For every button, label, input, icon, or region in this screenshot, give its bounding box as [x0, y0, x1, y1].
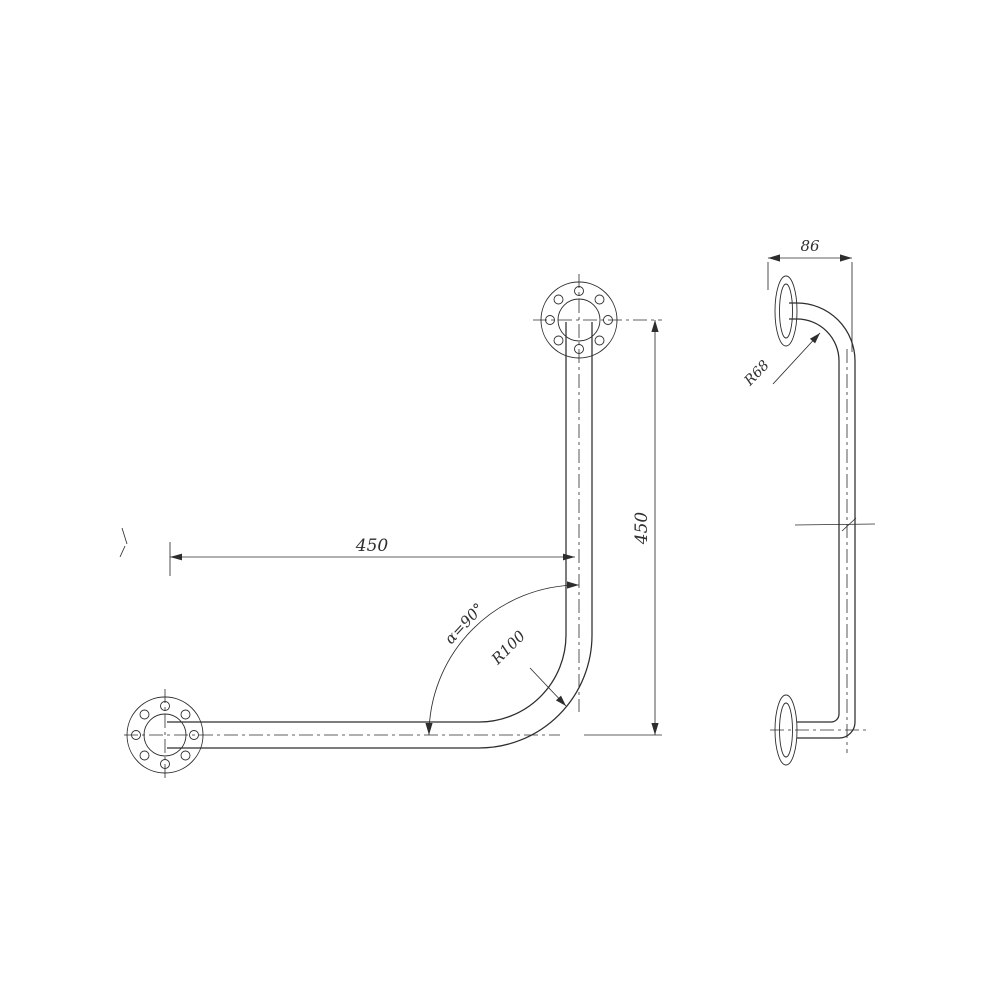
- dim-vertical-label: 450: [632, 512, 652, 546]
- bottom-bend-outer-arc: [838, 721, 856, 739]
- radius-label: R68: [741, 357, 773, 389]
- top-bend-inner-arc: [796, 318, 840, 362]
- dim-86-label: 86: [800, 237, 820, 255]
- side-break-mark: [794, 517, 876, 532]
- bolt-hole: [180, 709, 191, 720]
- bend-outer-arc: [478, 634, 593, 749]
- bolt-hole: [160, 759, 170, 769]
- arrowhead: [809, 333, 820, 344]
- flange-inner-ellipse: [779, 702, 793, 758]
- dim-horizontal-450: 450: [169, 536, 575, 576]
- dim-horizontal-label: 450: [355, 536, 389, 556]
- bolt-hole: [553, 335, 564, 346]
- flange-inner-ellipse: [779, 283, 793, 339]
- bolt-hole: [545, 315, 555, 325]
- bolt-hole: [594, 294, 605, 305]
- bolt-hole: [603, 315, 613, 325]
- bolt-hole: [131, 730, 141, 740]
- side-view: 86: [741, 237, 876, 766]
- bolt-hole: [180, 750, 191, 761]
- leader-line: [772, 332, 821, 385]
- angle-arc: [428, 584, 580, 736]
- side-bottom-flange: [774, 694, 798, 766]
- dim-vertical-450: 450: [584, 320, 662, 736]
- bend-inner-arc: [478, 634, 567, 723]
- bolt-hole: [594, 335, 605, 346]
- break-line: [794, 523, 876, 526]
- top-flange-boss-circle: [557, 298, 601, 342]
- bolt-hole: [139, 709, 150, 720]
- left-flange-outer-circle: [126, 696, 204, 774]
- arrowhead: [768, 254, 780, 262]
- bolt-hole: [160, 701, 170, 711]
- side-top-flange: [774, 275, 798, 347]
- left-flange-boss-circle: [143, 713, 187, 757]
- dim-86: 86: [767, 237, 853, 352]
- bolt-hole: [574, 344, 584, 354]
- angle-label: α=90°: [441, 599, 488, 647]
- radius-label: R100: [487, 627, 529, 669]
- tube-outline-front: [167, 322, 593, 749]
- arrowhead: [425, 723, 433, 735]
- top-flange-outer-circle: [540, 281, 618, 359]
- front-centerlines: [124, 274, 662, 781]
- flange-ellipse: [774, 275, 798, 347]
- side-centerlines: [770, 349, 866, 753]
- tick-mark: [121, 527, 128, 545]
- bottom-bend-inner-arc: [830, 713, 840, 723]
- bolt-hole: [574, 286, 584, 296]
- bolt-hole: [139, 750, 150, 761]
- flange-ellipse: [774, 694, 798, 766]
- arrowhead: [651, 320, 659, 332]
- left-flange: [126, 696, 204, 774]
- top-flange: [540, 281, 618, 359]
- dim-radius-r100: R100: [487, 627, 567, 707]
- bolt-hole: [189, 730, 199, 740]
- tick-mark: [119, 545, 126, 558]
- arrowhead: [651, 723, 659, 735]
- front-view: 450 450 α=90° R100: [119, 274, 662, 781]
- break-tick: [841, 517, 857, 532]
- arrowhead: [563, 553, 575, 561]
- top-bend-outer-arc: [796, 302, 856, 362]
- arrowhead: [567, 581, 579, 589]
- bolt-hole: [553, 294, 564, 305]
- stray-marks: [119, 527, 128, 558]
- arrowhead: [555, 695, 566, 706]
- arrowhead: [840, 254, 852, 262]
- arrowhead: [170, 553, 182, 561]
- tube-outline-side: [789, 302, 856, 739]
